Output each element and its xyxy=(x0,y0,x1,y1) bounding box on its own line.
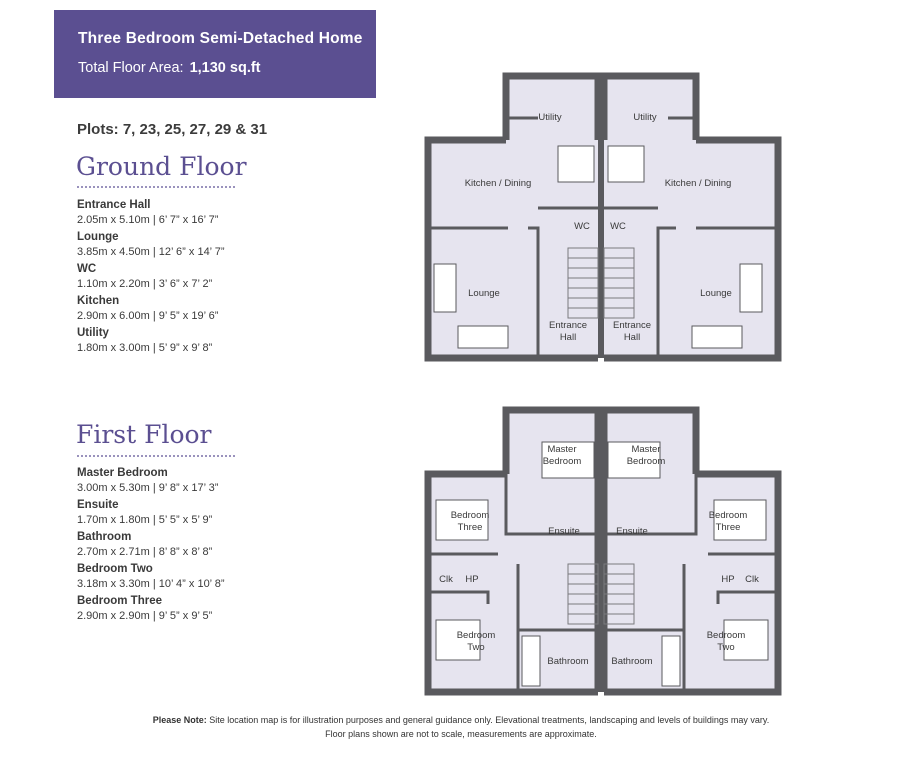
room-entry: Lounge 3.85m x 4.50m | 12’ 6” x 14’ 7” xyxy=(77,230,377,260)
ground-floor-room-list: Entrance Hall 2.05m x 5.10m | 6’ 7” x 16’… xyxy=(77,198,377,358)
room-entry: Kitchen 2.90m x 6.00m | 9’ 5” x 19’ 6” xyxy=(77,294,377,324)
plan-label-ensuite: Ensuite xyxy=(548,526,580,537)
footer-note: Please Note: Site location map is for il… xyxy=(0,714,922,727)
ground-floor-divider xyxy=(77,186,235,188)
first-internal-walls xyxy=(428,474,778,692)
plan-label-wc: WC xyxy=(610,221,626,232)
room-entry: Entrance Hall 2.05m x 5.10m | 6’ 7” x 16’… xyxy=(77,198,377,228)
title-banner: Three Bedroom Semi-Detached Home Total F… xyxy=(54,10,376,98)
plan-label-three: Three xyxy=(458,522,483,533)
plan-label-bedroom: Bedroom xyxy=(627,456,666,467)
plan-label-entrance: Entrance xyxy=(613,320,651,331)
ground-floor-title: Ground Floor xyxy=(76,152,247,181)
room-name: Kitchen xyxy=(77,295,120,307)
plan-label-bedroom: Bedroom xyxy=(707,630,746,641)
plan-label-kitchen-dining: Kitchen / Dining xyxy=(465,178,532,189)
room-name: Master Bedroom xyxy=(77,467,168,479)
ground-floor-plan: Utility Utility Kitchen / Dining Kitchen… xyxy=(424,72,782,362)
plan-label-bedroom: Bedroom xyxy=(451,510,490,521)
room-dims: 2.90m x 6.00m | 9’ 5” x 19’ 6” xyxy=(77,310,219,322)
first-floor-divider xyxy=(77,455,235,457)
floor-area-label: Total Floor Area: xyxy=(78,60,184,76)
plan-label-hp: HP xyxy=(465,574,478,585)
party-wall xyxy=(598,410,604,692)
first-floor-plan: Master Bedroom Master Bedroom Bedroom Th… xyxy=(424,406,782,696)
first-floor-room-list: Master Bedroom 3.00m x 5.30m | 9’ 8” x 17… xyxy=(77,466,377,626)
plan-label-utility: Utility xyxy=(538,112,561,123)
room-dims: 3.18m x 3.30m | 10’ 4” x 10’ 8” xyxy=(77,578,225,590)
room-name: Bedroom Two xyxy=(77,563,153,575)
plan-label-two: Two xyxy=(717,642,734,653)
plan-label-kitchen-dining: Kitchen / Dining xyxy=(665,178,732,189)
room-dims: 1.10m x 2.20m | 3’ 6” x 7’ 2” xyxy=(77,278,213,290)
room-dims: 3.85m x 4.50m | 12’ 6” x 14’ 7” xyxy=(77,246,225,258)
plan-label-ensuite: Ensuite xyxy=(616,526,648,537)
plan-label-hall: Hall xyxy=(560,332,576,343)
room-name: Ensuite xyxy=(77,499,119,511)
room-name: Bathroom xyxy=(77,531,132,543)
plan-label-two: Two xyxy=(467,642,484,653)
plan-label-hp: HP xyxy=(721,574,734,585)
ground-floor-fill xyxy=(428,76,778,358)
room-name: Bedroom Three xyxy=(77,595,162,607)
plan-label-clk: Clk xyxy=(439,574,453,585)
plan-label-three: Three xyxy=(716,522,741,533)
floor-area: Total Floor Area: 1,130 sq.ft xyxy=(78,60,261,76)
plan-label-entrance: Entrance xyxy=(549,320,587,331)
room-dims: 2.05m x 5.10m | 6’ 7” x 16’ 7” xyxy=(77,214,219,226)
ground-internal-walls xyxy=(428,116,778,358)
room-entry: WC 1.10m x 2.20m | 3’ 6” x 7’ 2” xyxy=(77,262,377,292)
party-wall xyxy=(598,76,604,358)
room-entry: Bedroom Two 3.18m x 3.30m | 10’ 4” x 10’ … xyxy=(77,562,377,592)
room-name: Entrance Hall xyxy=(77,199,151,211)
plan-label-utility: Utility xyxy=(633,112,656,123)
sofa xyxy=(433,263,763,349)
plan-label-wc: WC xyxy=(574,221,590,232)
plan-label-clk: Clk xyxy=(745,574,759,585)
room-dims: 2.90m x 2.90m | 9’ 5” x 9’ 5” xyxy=(77,610,213,622)
bed xyxy=(435,441,769,661)
staircase xyxy=(567,563,635,625)
room-dims: 1.70m x 1.80m | 5’ 5” x 5’ 9” xyxy=(77,514,213,526)
room-name: Utility xyxy=(77,327,109,339)
home-type-title: Three Bedroom Semi-Detached Home xyxy=(78,30,363,47)
footer-note-label: Please Note: xyxy=(152,715,207,725)
room-dims: 3.00m x 5.30m | 9’ 8” x 17’ 3” xyxy=(77,482,219,494)
plan-label-bedroom: Bedroom xyxy=(457,630,496,641)
staircase xyxy=(567,247,635,319)
plan-label-bedroom: Bedroom xyxy=(543,456,582,467)
room-dims: 1.80m x 3.00m | 5’ 9” x 9’ 8” xyxy=(77,342,213,354)
room-entry: Bathroom 2.70m x 2.71m | 8’ 8” x 8’ 8” xyxy=(77,530,377,560)
plan-label-lounge: Lounge xyxy=(700,288,732,299)
plan-label-lounge: Lounge xyxy=(468,288,500,299)
plan-label-bathroom: Bathroom xyxy=(611,656,652,667)
first-floor-title: First Floor xyxy=(76,420,212,449)
plots-list: Plots: 7, 23, 25, 27, 29 & 31 xyxy=(77,121,268,138)
plan-label-bathroom: Bathroom xyxy=(547,656,588,667)
room-dims: 2.70m x 2.71m | 8’ 8” x 8’ 8” xyxy=(77,546,213,558)
room-entry: Ensuite 1.70m x 1.80m | 5’ 5” x 5’ 9” xyxy=(77,498,377,528)
room-entry: Bedroom Three 2.90m x 2.90m | 9’ 5” x 9’ … xyxy=(77,594,377,624)
footer-note-line2: Floor plans shown are not to scale, meas… xyxy=(325,729,597,739)
plan-label-hall: Hall xyxy=(624,332,640,343)
plan-label-master: Master xyxy=(631,444,660,455)
plan-label-master: Master xyxy=(547,444,576,455)
floor-area-value: 1,130 sq.ft xyxy=(189,60,261,76)
room-name: Lounge xyxy=(77,231,119,243)
room-entry: Master Bedroom 3.00m x 5.30m | 9’ 8” x 17… xyxy=(77,466,377,496)
room-name: WC xyxy=(77,263,97,275)
bathtub xyxy=(521,635,681,687)
room-entry: Utility 1.80m x 3.00m | 5’ 9” x 9’ 8” xyxy=(77,326,377,356)
dining-table xyxy=(557,145,645,183)
plan-label-bedroom: Bedroom xyxy=(709,510,748,521)
footer-note-text: Site location map is for illustration pu… xyxy=(206,715,770,725)
